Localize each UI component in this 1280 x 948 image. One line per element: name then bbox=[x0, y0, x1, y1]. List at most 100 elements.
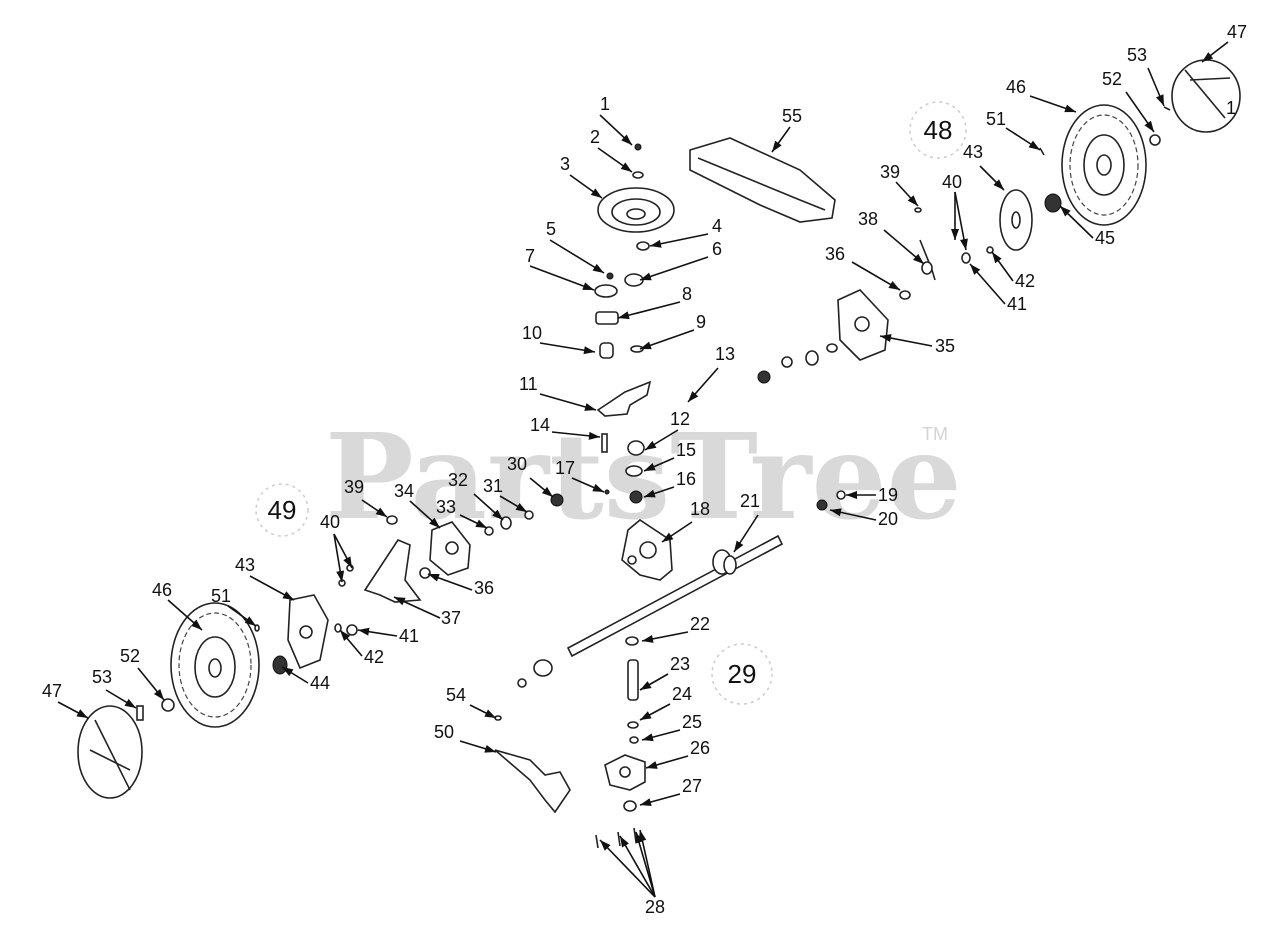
callout-45: 45 bbox=[1059, 205, 1115, 248]
callout-25: 25 bbox=[641, 712, 702, 742]
arrow-head bbox=[282, 667, 294, 677]
right-gear-part bbox=[999, 189, 1033, 251]
leader-line bbox=[137, 667, 165, 701]
callout-label: 47 bbox=[1227, 22, 1247, 42]
leader-line bbox=[879, 334, 933, 347]
callout-53: 53 bbox=[1127, 45, 1165, 107]
callout-51: 51 bbox=[211, 586, 257, 627]
callout-33: 33 bbox=[436, 497, 488, 529]
callout-1: 1 bbox=[599, 94, 633, 146]
leader-line bbox=[733, 514, 759, 553]
arrow-head bbox=[951, 229, 959, 240]
callout-label: 13 bbox=[715, 344, 735, 364]
arrow-head bbox=[645, 440, 657, 450]
callout-12: 12 bbox=[644, 409, 690, 451]
callout-42: 42 bbox=[339, 629, 384, 667]
callout-label: 54 bbox=[446, 685, 466, 705]
callout-label: 51 bbox=[211, 586, 231, 606]
callout-label: 10 bbox=[522, 323, 542, 343]
leader-line bbox=[979, 165, 1005, 191]
callout-label: 50 bbox=[434, 722, 454, 742]
arrow-head bbox=[1144, 120, 1154, 132]
leader-line bbox=[167, 599, 203, 631]
leader-line bbox=[599, 839, 656, 898]
callout-label: 12 bbox=[670, 409, 690, 429]
leader-line bbox=[951, 192, 959, 240]
leader-line bbox=[339, 629, 363, 657]
callout-35: 35 bbox=[879, 334, 955, 356]
callout-label: 44 bbox=[310, 673, 330, 693]
arrow-head bbox=[191, 619, 202, 630]
arrow-head bbox=[582, 282, 594, 290]
right-wheel-part bbox=[1039, 104, 1161, 226]
arrow-head bbox=[913, 253, 924, 264]
arrow-head bbox=[592, 483, 604, 492]
callout-label: 7 bbox=[525, 246, 535, 266]
leader-line bbox=[619, 835, 656, 898]
callout-label: 35 bbox=[935, 336, 955, 356]
left-wheel-part bbox=[136, 602, 288, 728]
arrow-head bbox=[484, 709, 496, 718]
arrow-head bbox=[343, 556, 352, 568]
arrow-head bbox=[646, 761, 658, 769]
arrow-head bbox=[993, 179, 1004, 190]
leader-line bbox=[499, 495, 528, 513]
arrow-head bbox=[960, 238, 968, 250]
left-gear-part bbox=[254, 594, 329, 670]
arrow-head bbox=[475, 519, 487, 528]
leader-line bbox=[529, 477, 554, 498]
callout-11: 11 bbox=[519, 374, 597, 411]
leader-line bbox=[1201, 41, 1229, 63]
leader-line bbox=[846, 491, 876, 499]
callout-label: 45 bbox=[1095, 228, 1115, 248]
callout-52: 52 bbox=[120, 646, 165, 701]
leader-line bbox=[539, 393, 597, 411]
pulley-part bbox=[597, 187, 675, 233]
leader-line bbox=[1029, 95, 1077, 113]
right-drive-parts bbox=[757, 207, 994, 511]
arrow-head bbox=[375, 507, 387, 517]
callout-36: 36 bbox=[825, 244, 901, 291]
callout-label: 37 bbox=[441, 608, 461, 628]
arrow-head bbox=[662, 532, 674, 542]
leader-line bbox=[643, 486, 675, 498]
callout-label: 55 bbox=[782, 106, 802, 126]
arrow-head bbox=[588, 431, 600, 440]
leader-line bbox=[617, 301, 681, 320]
leader-line bbox=[954, 191, 968, 251]
callout-17: 17 bbox=[555, 458, 605, 493]
callout-47: 47 bbox=[1201, 22, 1247, 63]
callout-label: 26 bbox=[690, 738, 710, 758]
callout-43: 43 bbox=[235, 555, 295, 601]
arrow-head bbox=[644, 489, 656, 498]
leader-line bbox=[571, 477, 605, 493]
callout-44: 44 bbox=[281, 666, 330, 693]
arrow-head bbox=[907, 195, 918, 206]
leader-line bbox=[639, 673, 669, 691]
arrow-head bbox=[1060, 206, 1071, 217]
leader-line bbox=[459, 514, 488, 529]
arrow-head bbox=[282, 591, 294, 600]
callout-22: 22 bbox=[641, 614, 710, 643]
leader-line bbox=[333, 533, 345, 583]
leader-line bbox=[361, 499, 388, 518]
callout-55: 55 bbox=[771, 106, 802, 153]
arrow-head bbox=[584, 403, 596, 411]
arrow-head bbox=[618, 311, 630, 320]
leader-line bbox=[639, 793, 681, 806]
leader-line bbox=[1059, 205, 1094, 239]
leader-line bbox=[357, 627, 398, 637]
leader-line bbox=[469, 704, 497, 719]
parts-drawing bbox=[77, 59, 1241, 849]
callout-39: 39 bbox=[344, 477, 388, 518]
callout-21: 21 bbox=[733, 491, 760, 553]
callout-label: 36 bbox=[825, 244, 845, 264]
arrow-head bbox=[640, 711, 652, 720]
arrow-head bbox=[650, 239, 662, 248]
leader-line bbox=[249, 575, 295, 601]
callout-label: 3 bbox=[560, 154, 570, 174]
callout-37: 37 bbox=[393, 596, 461, 628]
arrow-head bbox=[688, 391, 699, 402]
arrow-head bbox=[76, 709, 88, 718]
callout-label: 15 bbox=[676, 440, 696, 460]
